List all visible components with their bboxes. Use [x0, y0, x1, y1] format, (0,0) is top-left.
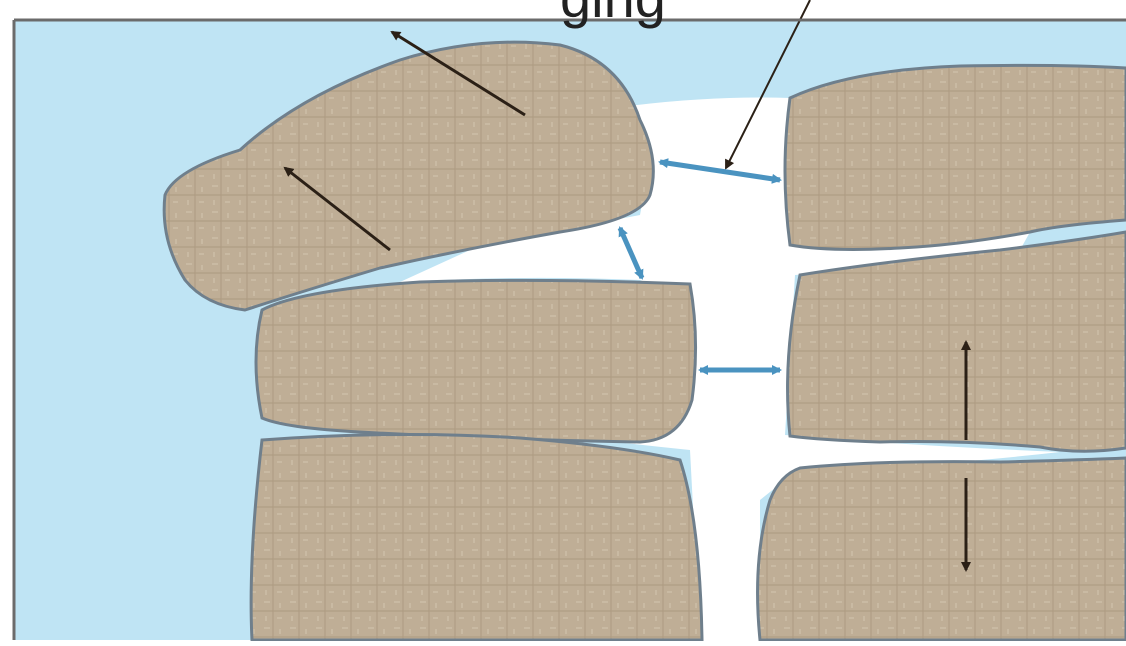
rock-block-lower-right	[758, 458, 1126, 640]
rock-block-lower-left	[251, 434, 702, 640]
rock-block-middle-left	[256, 280, 696, 442]
rock-block-upper-right	[785, 65, 1126, 249]
partial-label: ging	[560, 0, 666, 26]
